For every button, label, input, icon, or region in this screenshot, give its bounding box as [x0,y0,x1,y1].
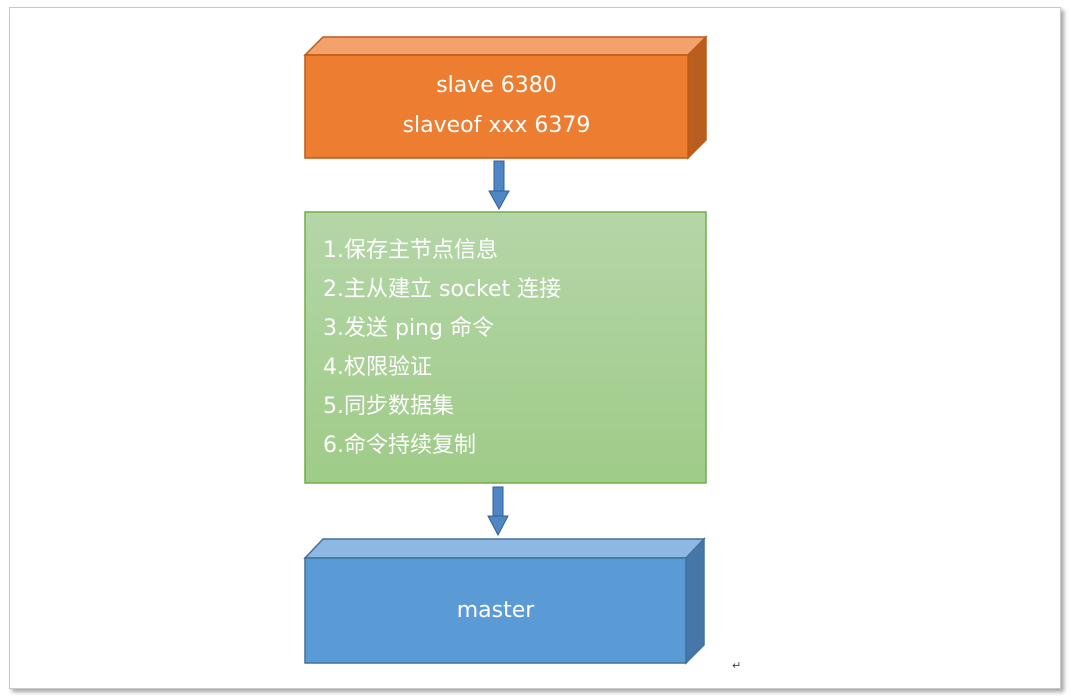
master-label: master [456,598,535,623]
step-item: 1.保存主节点信息 [323,238,498,263]
paragraph-mark: ↵ [732,659,742,672]
step-item: 2.主从建立 socket 连接 [323,277,562,302]
step-item: 5.同步数据集 [323,394,454,419]
replication-steps-list: 1.保存主节点信息 2.主从建立 socket 连接 3.发送 ping 命令 … [323,231,561,465]
step-item: 6.命令持续复制 [323,433,476,458]
arrow-slave-to-process [488,160,510,211]
step-item: 4.权限验证 [323,355,432,380]
slave-box-text: slave 6380 slaveof xxx 6379 [305,66,688,146]
step-item: 3.发送 ping 命令 [323,316,494,341]
master-box-side-face [685,537,705,665]
master-box-top-face [303,538,706,559]
slave-label: slave 6380 [436,73,557,98]
master-box-front-face [304,557,687,664]
slave-box-front-face [304,54,689,159]
master-box [303,537,706,665]
slaveof-command: slaveof xxx 6379 [402,113,591,138]
slave-box-top-face [303,36,708,56]
arrow-process-to-master [487,486,509,537]
slave-box-side-face [687,35,707,160]
process-box [304,211,707,484]
slave-box [303,35,708,160]
